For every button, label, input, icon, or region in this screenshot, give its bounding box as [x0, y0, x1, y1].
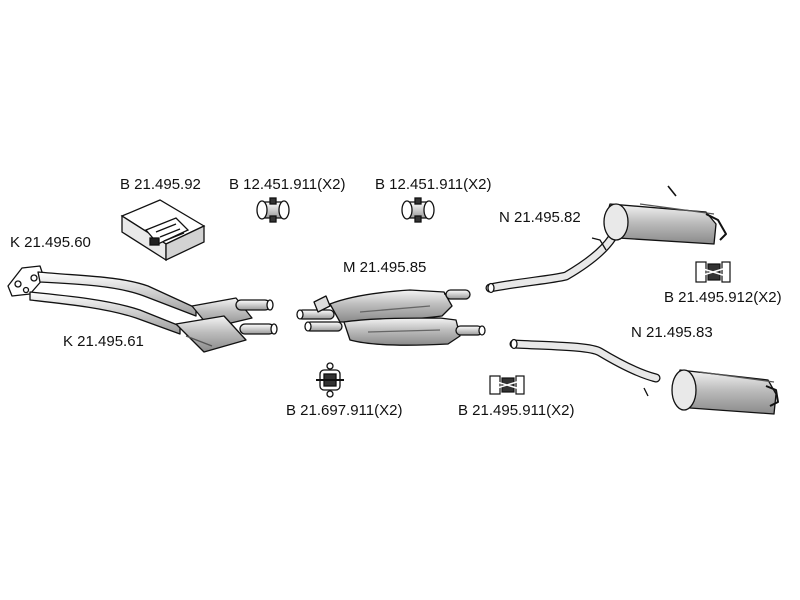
label-rubber-hanger: B 21.697.911(X2) [286, 402, 403, 419]
front-pipe-catalyst [7, 265, 278, 353]
label-clamp-right: B 12.451.911(X2) [375, 176, 492, 193]
rubber-hanger [316, 362, 344, 398]
label-rubber-mount-upper: B 21.495.912(X2) [664, 289, 782, 306]
label-rubber-mount-lower: B 21.495.911(X2) [458, 402, 575, 419]
label-middle-silencer: M 21.495.85 [343, 259, 427, 276]
label-clamp-left: B 12.451.911(X2) [229, 176, 346, 193]
rear-silencer-lower [509, 338, 779, 415]
rubber-mount-upper [695, 261, 731, 283]
label-rear-silencer-lower: N 21.495.83 [631, 324, 713, 341]
label-front-pipe-lower: K 21.495.61 [63, 333, 144, 350]
label-mounting-kit: B 21.495.92 [120, 176, 201, 193]
pipe-clamp-right [401, 197, 435, 223]
label-rear-silencer-upper: N 21.495.82 [499, 209, 581, 226]
mounting-kit-box [120, 199, 206, 262]
rubber-mount-lower [489, 375, 525, 395]
middle-silencer [296, 289, 486, 346]
pipe-clamp-left [256, 197, 290, 223]
rear-silencer-upper [485, 185, 727, 294]
label-front-pipe-upper: K 21.495.60 [10, 234, 91, 251]
